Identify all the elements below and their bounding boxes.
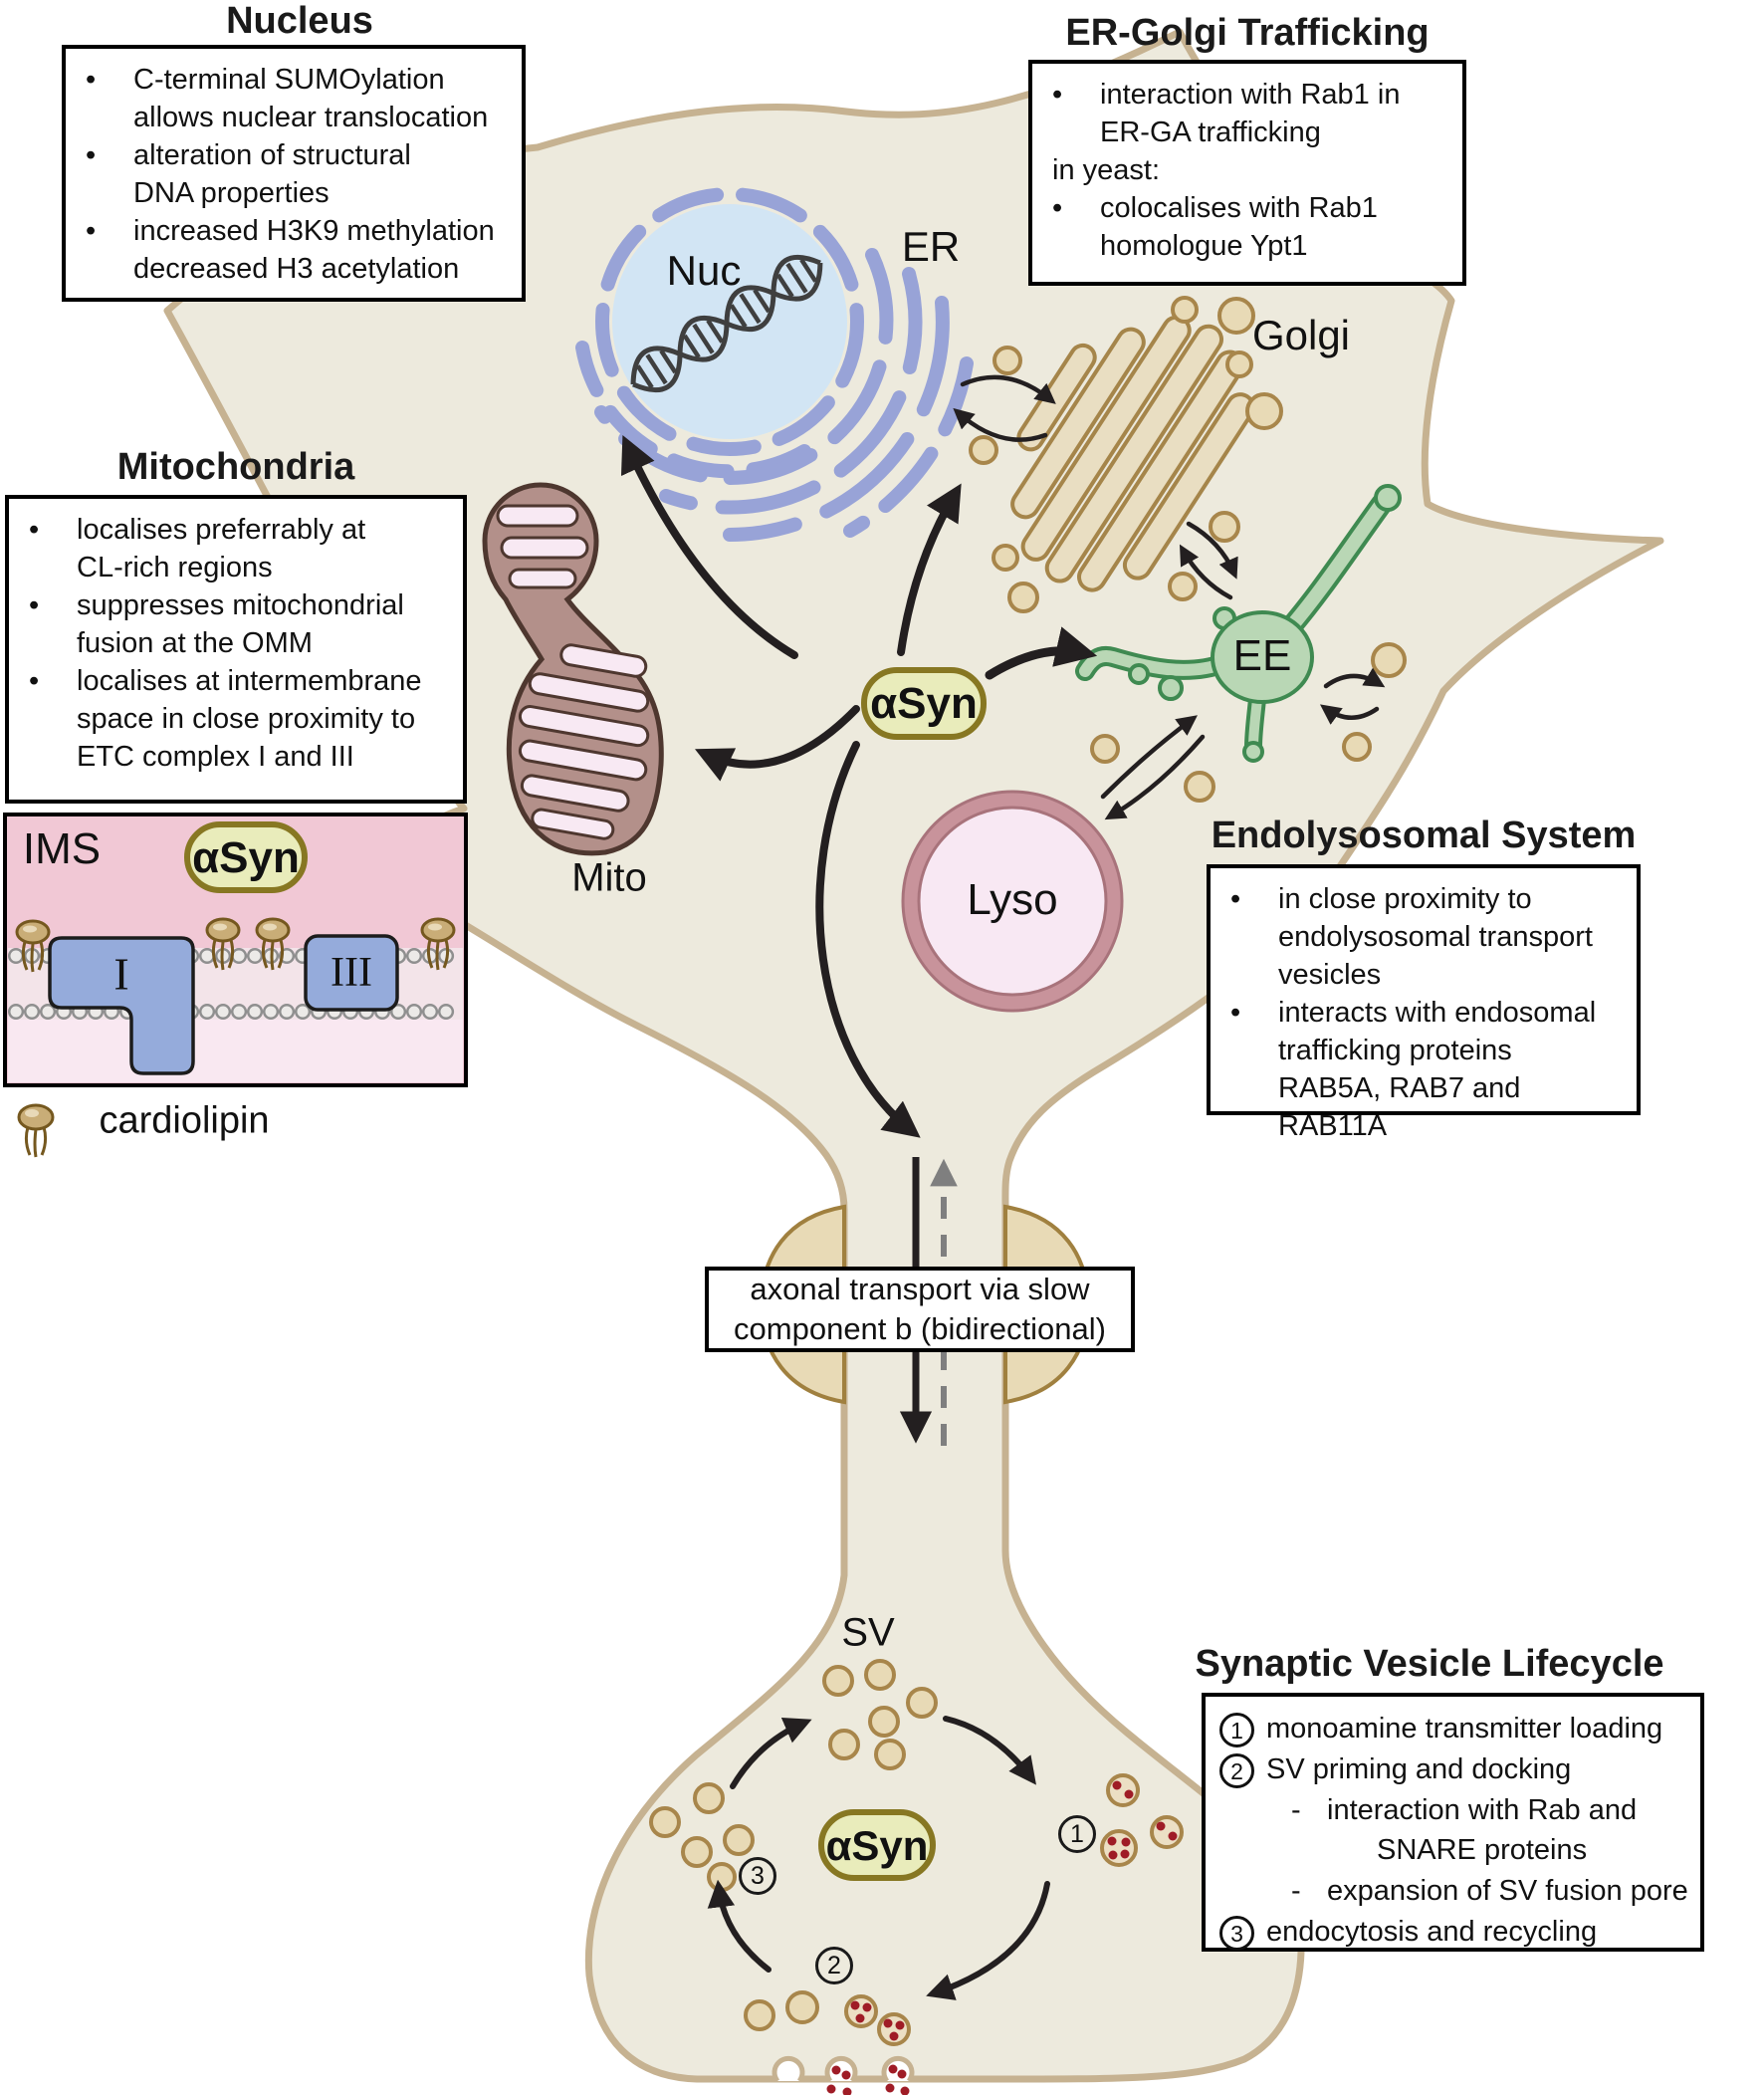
cardiolipin-legend-icon (17, 1103, 55, 1158)
endolysosomal-box-title: Endolysosomal System (1211, 815, 1637, 856)
bullet-icon: • (1230, 883, 1241, 915)
nucleus-label: Nuc (666, 247, 742, 294)
dash-icon: - (1291, 1875, 1301, 1907)
ims-label: IMS (22, 824, 102, 873)
loaded-vesicles (844, 1773, 1184, 2046)
golgi-organelle (1010, 315, 1255, 592)
circled-number-icon: 2 (1219, 1753, 1254, 1788)
bullet-icon: • (1230, 997, 1241, 1029)
figure-step-1: 1 (1058, 1815, 1096, 1853)
complex-iii-label: III (331, 950, 372, 996)
nucleus-box-title: Nucleus (226, 0, 373, 42)
axonal-transport-box: axonal transport via slow component b (b… (705, 1267, 1135, 1352)
mitochondria-box: • localises preferrably at CL-rich regio… (5, 495, 467, 804)
er-label: ER (901, 223, 961, 270)
sv-lifecycle-box: 1 monoamine transmitter loading 2 SV pri… (1202, 1693, 1704, 1952)
er-golgi-box: • interaction with Rab1 in ER-GA traffic… (1028, 60, 1466, 286)
mito-bullet-1: • localises preferrably at CL-rich regio… (25, 511, 453, 586)
asyn-pill-ims (184, 821, 308, 893)
asyn-label-ims: αSyn (192, 833, 300, 882)
mitochondria-box-title: Mitochondria (116, 446, 355, 488)
circled-number-icon: 3 (1219, 1916, 1254, 1951)
bullet-icon: • (86, 64, 97, 96)
dash-icon: - (1291, 1794, 1301, 1826)
asyn-pill-synapse (818, 1809, 936, 1881)
ims-inset (3, 813, 468, 1087)
mito-bullet-3: • localises at intermembrane space in cl… (25, 662, 453, 776)
svl-step-2: 2 SV priming and docking (1219, 1749, 1690, 1789)
golgi-label: Golgi (1251, 312, 1351, 358)
sv-label: SV (841, 1610, 895, 1655)
cardiolipin-molecules (15, 917, 456, 973)
complex-i-label: I (113, 948, 129, 1000)
er-golgi-bullet-1: • interaction with Rab1 in ER-GA traffic… (1048, 76, 1452, 151)
sv-cycle-arrows (707, 1716, 1050, 2000)
sv-lifecycle-box-title: Synaptic Vesicle Lifecycle (1195, 1643, 1664, 1685)
nucleus-bullet-3: • increased H3K9 methylation decreased H… (82, 212, 512, 288)
bullet-icon: • (29, 665, 40, 697)
er-golgi-plain-line: in yeast: (1052, 154, 1160, 186)
svl-sub-1: - interaction with Rab and SNARE protein… (1285, 1790, 1690, 1870)
er-golgi-bullet-2: • colocalises with Rab1 homologue Ypt1 (1048, 189, 1452, 265)
cardiolipin-label: cardiolipin (99, 1099, 270, 1142)
bullet-icon: • (86, 215, 97, 247)
mito-bullet-2: • suppresses mitochondrial fusion at the… (25, 586, 453, 662)
er-golgi-box-title: ER-Golgi Trafficking (1065, 12, 1430, 54)
bullet-icon: • (1052, 192, 1063, 224)
nucleus-bullet-2: • alteration of structural DNA propertie… (82, 136, 512, 212)
endolysosomal-box: • in close proximity to endolysosomal tr… (1207, 864, 1641, 1142)
endo-bullet-2: • interacts with endosomal trafficking p… (1226, 994, 1627, 1145)
bullet-icon: • (1052, 79, 1063, 111)
asyn-arrows (620, 434, 1098, 1138)
endo-bullet-1: • in close proximity to endolysosomal tr… (1226, 880, 1627, 994)
lysosome-organelle (901, 790, 1124, 1013)
dna-helix-icon (630, 254, 823, 393)
bullet-icon: • (86, 139, 97, 171)
mitochondrion-label: Mito (571, 855, 647, 900)
nucleus-bullet-1: • C-terminal SUMOylation allows nuclear … (82, 61, 512, 136)
nucleus-box: • C-terminal SUMOylation allows nuclear … (62, 45, 526, 302)
asyn-label-soma: αSyn (870, 679, 978, 728)
early-endosome-label: EE (1232, 631, 1292, 680)
transport-vesicles (969, 296, 1407, 803)
complex-iii-shape (304, 934, 399, 1012)
transmitter-dots (850, 1780, 1178, 2041)
complex-i-shape (48, 936, 195, 1075)
lysosome-label: Lyso (967, 875, 1058, 924)
asyn-pill-soma (861, 667, 987, 740)
figure-step-3: 3 (739, 1857, 776, 1895)
bullet-icon: • (29, 589, 40, 621)
mitochondrion-organelle (482, 482, 664, 856)
circled-number-icon: 1 (1219, 1713, 1254, 1747)
svl-step-3: 3 endocytosis and recycling (1219, 1912, 1690, 1952)
asyn-label-synapse: αSyn (825, 1822, 929, 1869)
exchange-arrows (953, 374, 1386, 820)
svl-sub-2: - expansion of SV fusion pore (1285, 1871, 1690, 1911)
figure-step-2: 2 (815, 1947, 853, 1984)
synaptic-vesicles (649, 1659, 938, 2031)
svl-step-1: 1 monoamine transmitter loading (1219, 1709, 1690, 1748)
bullet-icon: • (29, 514, 40, 546)
fusion-pores (772, 2055, 915, 2095)
